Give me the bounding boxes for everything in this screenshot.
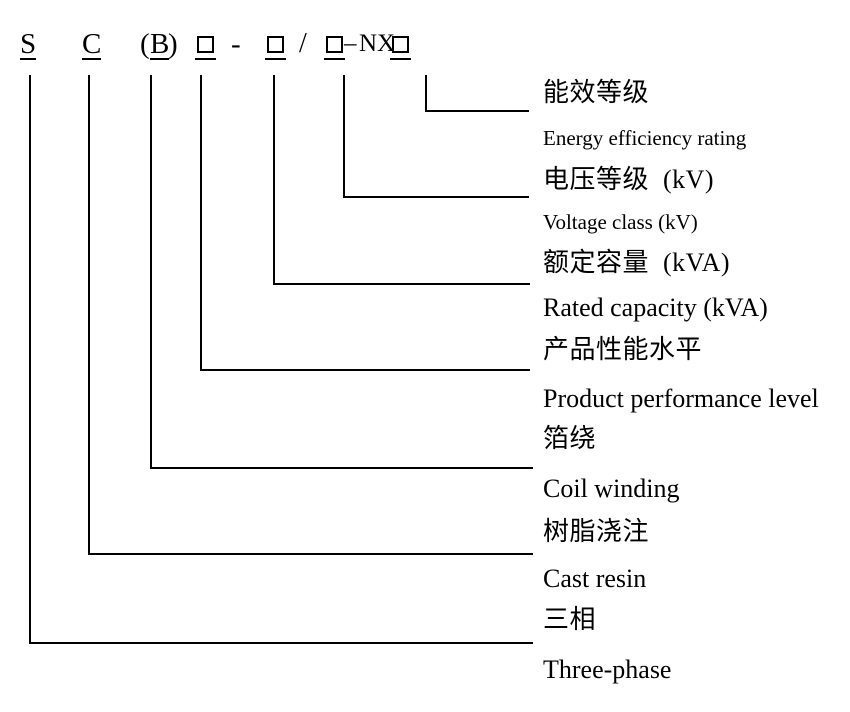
label-en: Energy efficiency rating xyxy=(543,125,747,150)
label-zh: 电压等级 (kV) xyxy=(543,165,715,195)
label-en: Product performance level xyxy=(543,384,819,414)
label-zh: 额定容量 (kVA) xyxy=(543,248,731,278)
label-zh: 产品性能水平 xyxy=(543,335,703,365)
code-segment: C xyxy=(82,28,102,60)
square-outline-icon xyxy=(392,36,409,53)
connector-vertical-b xyxy=(150,75,152,469)
label-en: Voltage class (kV) xyxy=(543,209,698,234)
connector-horizontal-box-1 xyxy=(200,369,530,371)
square-outline-icon xyxy=(267,36,284,53)
label-zh: 箔绕 xyxy=(543,424,597,454)
connector-vertical-box-4 xyxy=(425,75,427,112)
connector-horizontal-c xyxy=(88,553,533,555)
label-zh: 树脂浇注 xyxy=(543,517,650,547)
connector-vertical-s xyxy=(29,75,31,644)
code-segment: - xyxy=(231,28,241,60)
square-outline-icon xyxy=(197,36,214,53)
code-segment: ( xyxy=(140,28,150,60)
code-segment: NX xyxy=(359,30,396,57)
placeholder-box xyxy=(195,31,216,60)
label-en: Coil winding xyxy=(543,474,680,504)
placeholder-box xyxy=(265,31,286,60)
label-en: Cast resin xyxy=(543,564,647,594)
connector-vertical-c xyxy=(88,75,90,555)
code-segment: ) xyxy=(168,28,178,60)
connector-horizontal-s xyxy=(29,642,533,644)
connector-horizontal-box-2 xyxy=(273,283,530,285)
label-zh: 三相 xyxy=(543,605,597,635)
connector-vertical-box-1 xyxy=(200,75,202,371)
connector-vertical-box-2 xyxy=(273,75,275,285)
connector-vertical-box-3 xyxy=(343,75,345,198)
connector-horizontal-b xyxy=(150,467,533,469)
label-en: Rated capacity (kVA) xyxy=(543,293,768,323)
code-segment: B xyxy=(150,28,170,60)
code-segment: / xyxy=(299,28,307,59)
placeholder-box xyxy=(390,31,411,60)
label-zh: 能效等级 xyxy=(543,78,650,108)
square-outline-icon xyxy=(326,36,343,53)
connector-horizontal-box-3 xyxy=(343,196,529,198)
connector-horizontal-box-4 xyxy=(425,110,529,112)
code-segment: S xyxy=(20,28,37,60)
code-segment: – xyxy=(344,30,357,57)
placeholder-box xyxy=(324,31,345,60)
label-en: Three-phase xyxy=(543,655,672,685)
